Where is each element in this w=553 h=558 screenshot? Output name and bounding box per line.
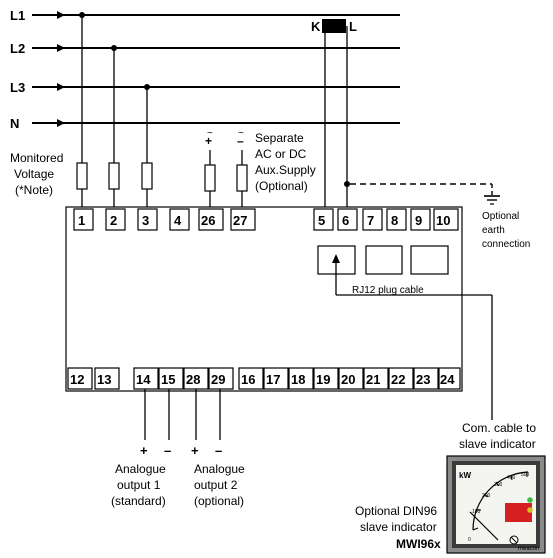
meter-scale-100: 100 (472, 509, 481, 515)
terminal-6: 6 (342, 213, 349, 228)
terminal-19: 19 (316, 372, 330, 387)
terminal-26: 26 (201, 213, 215, 228)
terminal-2: 2 (110, 213, 117, 228)
terminal-3: 3 (142, 213, 149, 228)
voltage-tap-l1 (76, 12, 88, 207)
terminal-16: 16 (241, 372, 255, 387)
analogue-1-label-1: Analogue (115, 462, 166, 476)
terminal-10: 10 (436, 213, 450, 228)
voltage-tap-l3 (141, 84, 153, 207)
terminal-27: 27 (233, 213, 247, 228)
bus-label-l3: L3 (10, 80, 25, 95)
slave-model-label: MWI96x (396, 537, 441, 551)
slave-indicator-meter (446, 455, 546, 554)
aux-plus-tilde: ~ (207, 128, 213, 139)
meter-brand: meacon (518, 546, 539, 552)
earth-label-2: earth (482, 225, 505, 236)
terminal-17: 17 (266, 372, 280, 387)
terminal-12: 12 (70, 372, 84, 387)
analogue-2-label-2: output 2 (194, 478, 238, 492)
analogue-1-plus: + (140, 443, 148, 458)
top-terminal-row: 1 2 3 4 26 27 5 6 7 8 9 10 (73, 208, 459, 231)
com-cable-label-2: slave indicator (459, 437, 536, 451)
aux-supply-wires (204, 150, 248, 207)
aux-supply-label-3: Aux.Supply (255, 163, 316, 177)
terminal-9: 9 (415, 213, 422, 228)
aux-minus-sign: – (237, 134, 244, 148)
aux-plus-sign: + (205, 134, 212, 148)
bus-label-n: N (10, 116, 19, 131)
terminal-28: 28 (186, 372, 200, 387)
aux-supply-label-1: Separate (255, 131, 304, 145)
analogue-1-label-2: output 1 (117, 478, 161, 492)
com-cable-label-1: Com. cable to (462, 421, 536, 435)
terminal-4: 4 (174, 213, 182, 228)
terminal-8: 8 (391, 213, 398, 228)
terminal-15: 15 (161, 372, 175, 387)
analogue-1-label-3: (standard) (111, 494, 166, 508)
aux-supply-label-4: (Optional) (255, 179, 308, 193)
analogue-2-label-3: (optional) (194, 494, 244, 508)
terminal-13: 13 (97, 372, 111, 387)
monitored-voltage-label-2: Voltage (14, 167, 54, 181)
analogue-output-wires (144, 389, 221, 440)
aux-minus-tilde: ~ (238, 128, 244, 139)
terminal-29: 29 (211, 372, 225, 387)
aux-supply-label-2: AC or DC (255, 147, 307, 161)
slave-indicator-label-1: Optional DIN96 (355, 504, 437, 518)
rj12-cable (332, 254, 493, 420)
rj12-port-3 (410, 245, 449, 275)
ct-k-label: K (311, 19, 321, 34)
bottom-terminal-row: 12 13 14 15 28 29 16 17 18 19 20 21 22 2… (67, 367, 461, 390)
current-transformer (322, 19, 348, 207)
terminal-20: 20 (341, 372, 355, 387)
arrow-l3 (57, 83, 65, 91)
ct-l-label: L (349, 19, 357, 34)
meter-red-panel (505, 503, 532, 522)
terminal-23: 23 (416, 372, 430, 387)
terminal-24: 24 (440, 372, 455, 387)
meter-scale-500: 500 (521, 472, 530, 478)
terminal-5: 5 (318, 213, 325, 228)
rj12-port-2 (365, 245, 403, 275)
meter-scale-200: 200 (482, 493, 491, 499)
terminal-7: 7 (367, 213, 374, 228)
arrow-n (57, 119, 65, 127)
meter-scale-400: 400 (507, 475, 516, 481)
arrow-l1 (57, 11, 65, 19)
meter-scale-300: 300 (494, 482, 503, 488)
device-housing (65, 206, 463, 392)
terminal-21: 21 (366, 372, 380, 387)
meter-unit: kW (459, 471, 471, 480)
bus-label-l1: L1 (10, 8, 25, 23)
terminal-1: 1 (78, 213, 85, 228)
arrow-l2 (57, 44, 65, 52)
bus-label-l2: L2 (10, 41, 25, 56)
analogue-2-plus: + (191, 443, 199, 458)
terminal-22: 22 (391, 372, 405, 387)
terminal-14: 14 (136, 372, 151, 387)
slave-indicator-label-2: slave indicator (360, 520, 437, 534)
earth-label-1: Optional (482, 211, 519, 222)
terminal-18: 18 (291, 372, 305, 387)
meter-scale-0: 0 (468, 537, 471, 543)
earth-connection (344, 181, 500, 205)
rj12-label: RJ12 plug cable (352, 285, 424, 296)
analogue-2-label-1: Analogue (194, 462, 245, 476)
analogue-2-minus: – (215, 443, 222, 458)
earth-label-3: connection (482, 239, 530, 250)
monitored-voltage-label-3: (*Note) (15, 183, 53, 197)
voltage-tap-l2 (108, 45, 120, 207)
monitored-voltage-label-1: Monitored (10, 151, 63, 165)
analogue-1-minus: – (164, 443, 171, 458)
